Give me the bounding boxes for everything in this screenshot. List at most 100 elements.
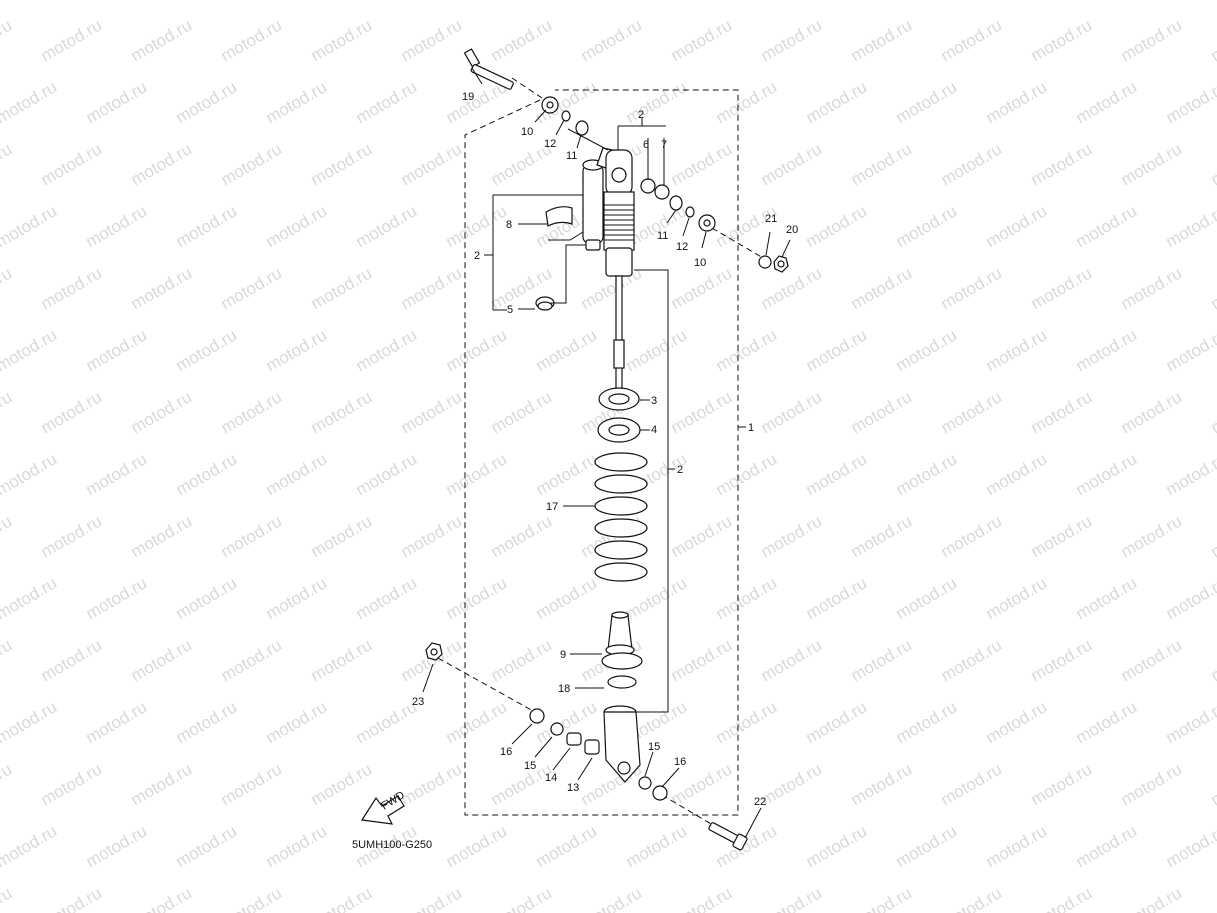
callout-16-left: 16 bbox=[500, 746, 512, 758]
shock-body bbox=[603, 149, 635, 397]
watermark-text: motod.ru bbox=[758, 139, 826, 189]
watermark-text: motod.ru bbox=[938, 635, 1006, 685]
watermark-text: motod.ru bbox=[443, 325, 511, 375]
watermark-text: motod.ru bbox=[128, 387, 196, 437]
watermark-text: motod.ru bbox=[443, 0, 511, 3]
watermark-text: motod.ru bbox=[83, 449, 151, 499]
watermark-text: motod.ru bbox=[308, 511, 376, 561]
watermark-text: motod.ru bbox=[1208, 635, 1217, 685]
watermark-text: motod.ru bbox=[308, 387, 376, 437]
watermark-text: motod.ru bbox=[668, 883, 736, 913]
watermark-text: motod.ru bbox=[1073, 77, 1141, 127]
watermark-text: motod.ru bbox=[938, 387, 1006, 437]
watermark-text: motod.ru bbox=[623, 325, 691, 375]
watermark-text: motod.ru bbox=[0, 387, 15, 437]
watermark-text: motod.ru bbox=[623, 573, 691, 623]
watermark-text: motod.ru bbox=[308, 139, 376, 189]
washer-16-left bbox=[529, 708, 545, 724]
watermark-text: motod.ru bbox=[713, 0, 781, 3]
watermark-text: motod.ru bbox=[83, 573, 151, 623]
bushing-6 bbox=[640, 178, 656, 194]
bolt-axis-left bbox=[437, 657, 536, 713]
watermark-text: motod.ru bbox=[308, 883, 376, 913]
watermark-text: motod.ru bbox=[1163, 697, 1217, 747]
watermark-text: motod.ru bbox=[938, 15, 1006, 65]
watermark-text: motod.ru bbox=[1163, 325, 1217, 375]
fwd-arrow-icon: FWD bbox=[360, 789, 407, 825]
collar-10-top bbox=[541, 96, 559, 114]
washer-21 bbox=[758, 255, 772, 269]
watermark-text: motod.ru bbox=[668, 263, 736, 313]
callout-12-right: 12 bbox=[676, 241, 688, 253]
watermark-text: motod.ru bbox=[983, 0, 1051, 3]
watermark-text: motod.ru bbox=[1118, 139, 1186, 189]
watermark-text: motod.ru bbox=[938, 139, 1006, 189]
watermark-text: motod.ru bbox=[38, 759, 106, 809]
watermark-text: motod.ru bbox=[713, 697, 781, 747]
watermark-text: motod.ru bbox=[263, 821, 331, 871]
watermark-text: motod.ru bbox=[218, 387, 286, 437]
bushing-14 bbox=[566, 732, 582, 746]
watermark-text: motod.ru bbox=[848, 759, 916, 809]
watermark-text: motod.ru bbox=[218, 635, 286, 685]
watermark-text: motod.ru bbox=[308, 263, 376, 313]
watermark-text: motod.ru bbox=[803, 0, 871, 3]
bolt-19 bbox=[463, 48, 514, 90]
callout-11-right: 11 bbox=[657, 230, 668, 242]
watermark-text: motod.ru bbox=[128, 883, 196, 913]
watermark-text: motod.ru bbox=[668, 139, 736, 189]
watermark-text: motod.ru bbox=[533, 821, 601, 871]
watermark-text: motod.ru bbox=[218, 511, 286, 561]
watermark-text: motod.ru bbox=[623, 0, 691, 3]
callout-22: 22 bbox=[754, 796, 766, 808]
watermark-text: motod.ru bbox=[353, 573, 421, 623]
watermark-text: motod.ru bbox=[0, 511, 15, 561]
watermark-text: motod.ru bbox=[0, 0, 60, 3]
watermark-text: motod.ru bbox=[173, 449, 241, 499]
adjuster-nut-4 bbox=[597, 417, 641, 443]
watermark-text: motod.ru bbox=[83, 201, 151, 251]
callout-10-top: 10 bbox=[521, 126, 533, 138]
watermark-text: motod.ru bbox=[353, 201, 421, 251]
seal-11-top bbox=[575, 120, 589, 136]
watermark-text: motod.ru bbox=[1118, 511, 1186, 561]
watermark-text: motod.ru bbox=[488, 15, 556, 65]
oil-seal-7 bbox=[654, 184, 670, 200]
watermark-text: motod.ru bbox=[308, 759, 376, 809]
watermark-text: motod.ru bbox=[533, 325, 601, 375]
watermark-text: motod.ru bbox=[83, 325, 151, 375]
watermark-text: motod.ru bbox=[893, 573, 961, 623]
watermark-text: motod.ru bbox=[938, 263, 1006, 313]
watermark-text: motod.ru bbox=[848, 139, 916, 189]
watermark-text: motod.ru bbox=[0, 325, 60, 375]
watermark-text: motod.ru bbox=[1028, 387, 1096, 437]
watermark-text: motod.ru bbox=[38, 15, 106, 65]
collar-10-right bbox=[698, 214, 716, 232]
callout-13: 13 bbox=[567, 782, 579, 794]
watermark-text: motod.ru bbox=[398, 511, 466, 561]
watermark-text: motod.ru bbox=[353, 325, 421, 375]
watermark-text: motod.ru bbox=[848, 883, 916, 913]
watermark-text: motod.ru bbox=[1073, 325, 1141, 375]
watermark-text: motod.ru bbox=[1208, 883, 1217, 913]
watermark-text: motod.ru bbox=[263, 697, 331, 747]
watermark-text: motod.ru bbox=[0, 697, 60, 747]
watermark-text: motod.ru bbox=[668, 511, 736, 561]
watermark-text: motod.ru bbox=[893, 0, 961, 3]
watermark-text: motod.ru bbox=[533, 573, 601, 623]
watermark-text: motod.ru bbox=[758, 263, 826, 313]
callout-18: 18 bbox=[558, 683, 570, 695]
callout-9: 9 bbox=[560, 649, 566, 661]
watermark-text: motod.ru bbox=[263, 573, 331, 623]
watermark-text: motod.ru bbox=[983, 821, 1051, 871]
callout-11-top: 11 bbox=[566, 150, 577, 162]
watermark-text: motod.ru bbox=[173, 697, 241, 747]
watermark-text: motod.ru bbox=[1163, 77, 1217, 127]
callout-6: 6 bbox=[643, 139, 649, 151]
watermark-text: motod.ru bbox=[263, 201, 331, 251]
watermark-text: motod.ru bbox=[983, 449, 1051, 499]
callout-12-top: 12 bbox=[544, 138, 556, 150]
watermark-text: motod.ru bbox=[713, 77, 781, 127]
watermark-text: motod.ru bbox=[353, 0, 421, 3]
bolt-22 bbox=[708, 822, 748, 851]
